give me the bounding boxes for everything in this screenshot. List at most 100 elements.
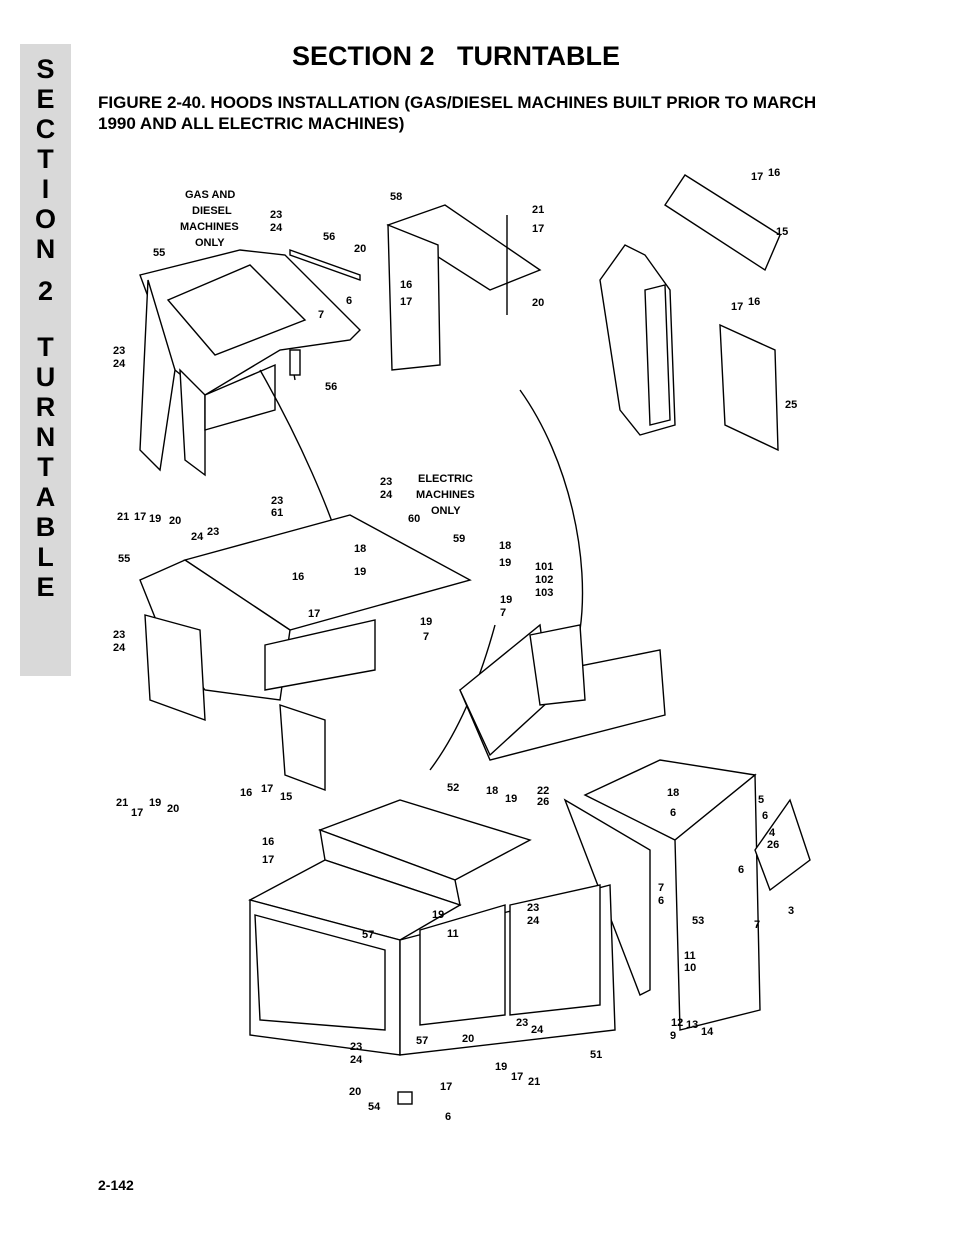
callout: 10 xyxy=(684,962,696,974)
callout: 7 xyxy=(500,607,506,619)
hoods-exploded-diagram: GAS AND DIESEL MACHINES ONLY ELECTRIC MA… xyxy=(113,167,811,1123)
side-tab-letter: T xyxy=(37,144,54,174)
side-tab-letter: C xyxy=(35,114,56,144)
side-tab-letter: A xyxy=(35,482,56,512)
note-gas-diesel: GAS AND xyxy=(185,189,235,201)
side-tab-letter: L xyxy=(37,542,54,572)
note-electric: ONLY xyxy=(431,505,461,517)
callout: 7 xyxy=(754,919,760,931)
callout: 52 xyxy=(447,782,459,794)
callout: 21 xyxy=(532,204,544,216)
callout: 17 xyxy=(440,1081,452,1093)
side-tab-letter: R xyxy=(35,392,56,422)
note-electric: ELECTRIC xyxy=(418,473,473,485)
callout: 6 xyxy=(670,807,676,819)
callout: 18 xyxy=(486,785,498,797)
callout: 4 xyxy=(769,827,776,839)
callout: 59 xyxy=(453,533,465,545)
callout: 5 xyxy=(758,794,764,806)
callout: 17 xyxy=(131,807,143,819)
callout: 21 xyxy=(528,1076,540,1088)
callout: 9 xyxy=(670,1030,676,1042)
callout: 55 xyxy=(118,553,130,565)
callout: 16 xyxy=(262,836,274,848)
callout: 19 xyxy=(505,793,517,805)
cover-25 xyxy=(719,323,779,452)
callout: 20 xyxy=(167,803,179,815)
callout: 19 xyxy=(354,566,366,578)
callout: 15 xyxy=(776,226,788,238)
callout: 3 xyxy=(788,905,794,917)
cover-15-top xyxy=(664,174,781,272)
side-tab-letter: T xyxy=(37,332,54,362)
page-number: 2-142 xyxy=(98,1177,134,1193)
callout: 6 xyxy=(445,1111,451,1123)
note-gas-diesel: MACHINES xyxy=(180,221,239,233)
callout: 24 xyxy=(531,1024,544,1036)
callout: 23 xyxy=(527,902,539,914)
callout: 19 xyxy=(495,1061,507,1073)
side-tab-letter: I xyxy=(41,174,50,204)
callout: 54 xyxy=(368,1101,381,1113)
callout: 23 xyxy=(207,526,219,538)
callout: 26 xyxy=(767,839,779,851)
note-electric: MACHINES xyxy=(416,489,475,501)
callout: 11 xyxy=(684,950,696,962)
callout: 16 xyxy=(240,787,252,799)
callout: 103 xyxy=(535,587,553,599)
callout: 102 xyxy=(535,574,553,586)
callout: 19 xyxy=(499,557,511,569)
callout: 23 xyxy=(113,345,125,357)
side-tab-letter: N xyxy=(35,422,56,452)
callout: 23 xyxy=(113,629,125,641)
side-tab-letter: B xyxy=(35,512,56,542)
side-tab-letter: 2 xyxy=(37,276,54,306)
callout: 23 xyxy=(271,495,283,507)
callout-labels: GAS AND DIESEL MACHINES ONLY ELECTRIC MA… xyxy=(113,167,797,1123)
callout: 16 xyxy=(748,296,760,308)
pedestal-assembly xyxy=(599,244,676,436)
callout: 17 xyxy=(308,608,320,620)
callout: 19 xyxy=(149,797,161,809)
callout: 23 xyxy=(516,1017,528,1029)
side-tab-letter: U xyxy=(35,362,56,392)
callout: 16 xyxy=(400,279,412,291)
callout: 24 xyxy=(380,489,393,501)
note-gas-diesel: DIESEL xyxy=(192,205,232,217)
callout: 57 xyxy=(416,1035,428,1047)
callout: 20 xyxy=(462,1033,474,1045)
callout: 20 xyxy=(349,1086,361,1098)
callout: 17 xyxy=(400,296,412,308)
callout: 7 xyxy=(658,882,664,894)
callout: 17 xyxy=(731,301,743,313)
callout: 23 xyxy=(270,209,282,221)
note-gas-diesel: ONLY xyxy=(195,237,225,249)
bracket-54 xyxy=(397,1091,413,1105)
callout: 17 xyxy=(134,511,146,523)
side-tab-letter: N xyxy=(35,234,56,264)
callout: 17 xyxy=(261,783,273,795)
callout: 20 xyxy=(532,297,544,309)
callout: 6 xyxy=(658,895,664,907)
callout: 53 xyxy=(692,915,704,927)
callout: 26 xyxy=(537,796,549,808)
callout: 24 xyxy=(270,222,283,234)
callout: 13 xyxy=(686,1019,698,1031)
callout: 24 xyxy=(113,358,126,370)
callout: 19 xyxy=(420,616,432,628)
callout: 24 xyxy=(527,915,540,927)
callout: 17 xyxy=(511,1071,523,1083)
section-title: SECTION 2 TURNTABLE xyxy=(292,41,621,71)
lower-hood-51 xyxy=(248,799,616,1056)
callout: 6 xyxy=(762,810,768,822)
callout: 7 xyxy=(318,309,324,321)
side-tab-letter: O xyxy=(34,204,56,234)
cover-15-middle xyxy=(279,704,326,792)
side-tab-letter: T xyxy=(37,452,54,482)
callout: 19 xyxy=(432,909,444,921)
callout: 17 xyxy=(751,171,763,183)
callout: 19 xyxy=(149,513,161,525)
callout: 18 xyxy=(499,540,511,552)
callout: 20 xyxy=(169,515,181,527)
callout: 22 xyxy=(537,785,549,797)
